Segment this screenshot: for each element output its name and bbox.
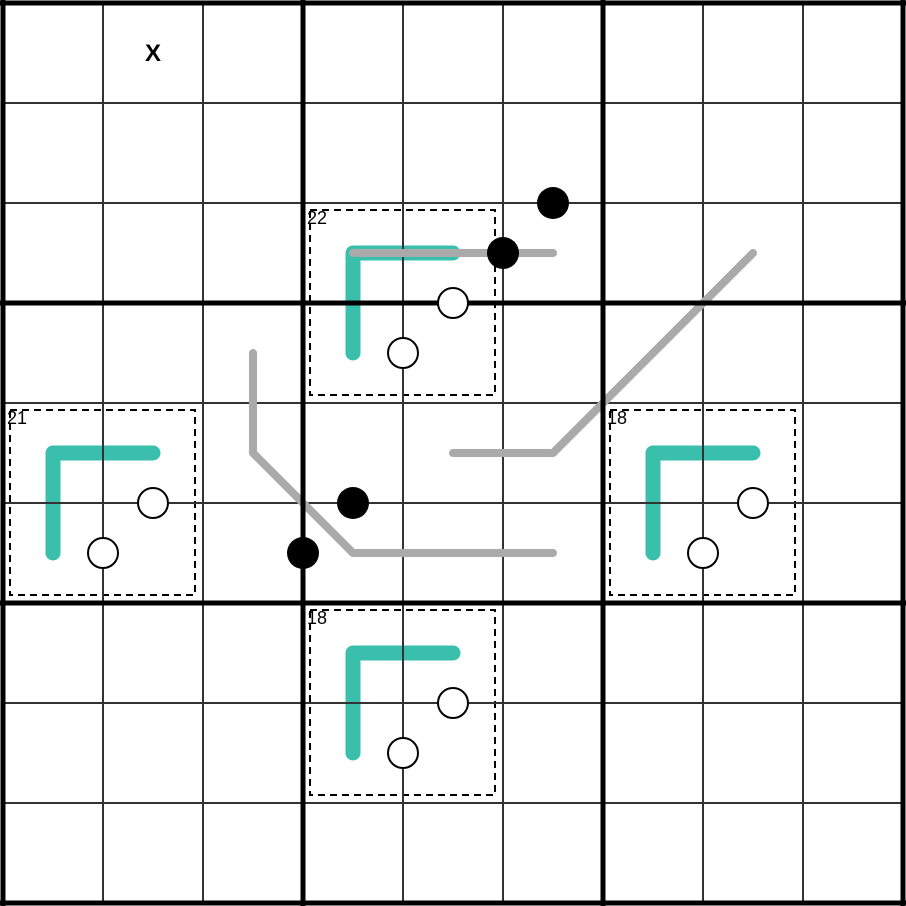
grid-cell[interactable] xyxy=(803,303,903,403)
grid-cell[interactable] xyxy=(3,303,103,403)
grid-cell[interactable] xyxy=(203,203,303,303)
grid-cell[interactable] xyxy=(803,203,903,303)
grid-cell[interactable] xyxy=(303,403,403,503)
white-dot xyxy=(387,737,419,769)
black-dot xyxy=(337,487,369,519)
grid-cell[interactable] xyxy=(103,803,203,903)
grid-cell[interactable] xyxy=(703,603,803,703)
grid-cell[interactable] xyxy=(803,3,903,103)
grid-cell[interactable] xyxy=(103,303,203,403)
grid-cell[interactable] xyxy=(703,303,803,403)
grid-cell[interactable] xyxy=(603,703,703,803)
grid-cell[interactable] xyxy=(703,803,803,903)
grid-cell[interactable] xyxy=(603,103,703,203)
grid-cell[interactable] xyxy=(803,103,903,203)
grid-cell[interactable] xyxy=(503,103,603,203)
grid-cell[interactable] xyxy=(3,3,103,103)
grid-cell[interactable] xyxy=(403,103,503,203)
grid-cell[interactable] xyxy=(403,703,503,803)
grid-cell[interactable] xyxy=(803,803,903,903)
grid-cell[interactable] xyxy=(603,803,703,903)
grid-cell[interactable] xyxy=(203,803,303,903)
grid-cell[interactable] xyxy=(703,703,803,803)
cage-sum-label: 22 xyxy=(307,208,327,228)
grid-cell[interactable] xyxy=(703,503,803,603)
grid-cell[interactable] xyxy=(203,3,303,103)
grid-cell[interactable] xyxy=(103,603,203,703)
grid-cell[interactable] xyxy=(603,3,703,103)
cage-sum-label: 18 xyxy=(307,608,327,628)
grid-cell[interactable] xyxy=(3,203,103,303)
gray-line xyxy=(449,249,757,457)
white-dot xyxy=(437,687,469,719)
grid-cell[interactable] xyxy=(803,503,903,603)
teal-line xyxy=(345,645,461,761)
grid-cell[interactable] xyxy=(303,103,403,203)
grid-cell[interactable] xyxy=(103,103,203,203)
grid-cell[interactable] xyxy=(503,3,603,103)
grid-cell[interactable] xyxy=(203,103,303,203)
grid-cell[interactable] xyxy=(3,703,103,803)
grid-cell[interactable] xyxy=(603,603,703,703)
teal-line xyxy=(45,445,161,561)
grid-cell[interactable] xyxy=(503,803,603,903)
grid-cell[interactable] xyxy=(103,503,203,603)
grid-cell[interactable] xyxy=(303,803,403,903)
grid-cell[interactable] xyxy=(103,703,203,803)
grid-cell[interactable] xyxy=(303,3,403,103)
black-dot xyxy=(537,187,569,219)
grid-cell[interactable] xyxy=(703,103,803,203)
grid-cell[interactable] xyxy=(403,803,503,903)
white-dot xyxy=(737,487,769,519)
white-dot xyxy=(437,287,469,319)
black-dot xyxy=(287,537,319,569)
grid-cell[interactable] xyxy=(503,703,603,803)
white-dot xyxy=(137,487,169,519)
grid-cell[interactable] xyxy=(803,603,903,703)
grid-cell[interactable] xyxy=(3,103,103,203)
grid-cell[interactable] xyxy=(403,3,503,103)
grid-cell[interactable] xyxy=(103,3,203,103)
cell-mark-x: X xyxy=(145,40,161,67)
grid-cell[interactable] xyxy=(803,403,903,503)
white-dot xyxy=(87,537,119,569)
grid-cell[interactable] xyxy=(103,203,203,303)
grid-cell[interactable] xyxy=(703,3,803,103)
grid-cell[interactable] xyxy=(403,303,503,403)
white-dot xyxy=(387,337,419,369)
cage-sum-label: 21 xyxy=(7,408,27,428)
grid-cell[interactable] xyxy=(203,503,303,603)
grid-cell[interactable] xyxy=(603,203,703,303)
teal-line xyxy=(645,445,761,561)
grid-cell[interactable] xyxy=(3,603,103,703)
grid-cell[interactable] xyxy=(503,303,603,403)
black-dot xyxy=(487,237,519,269)
grid-cell[interactable] xyxy=(3,803,103,903)
grid-cell[interactable] xyxy=(203,703,303,803)
white-dot xyxy=(687,537,719,569)
grid-cell[interactable] xyxy=(203,603,303,703)
grid-cell[interactable] xyxy=(803,703,903,803)
grid-cell[interactable] xyxy=(503,603,603,703)
cage-sum-label: 18 xyxy=(607,408,627,428)
